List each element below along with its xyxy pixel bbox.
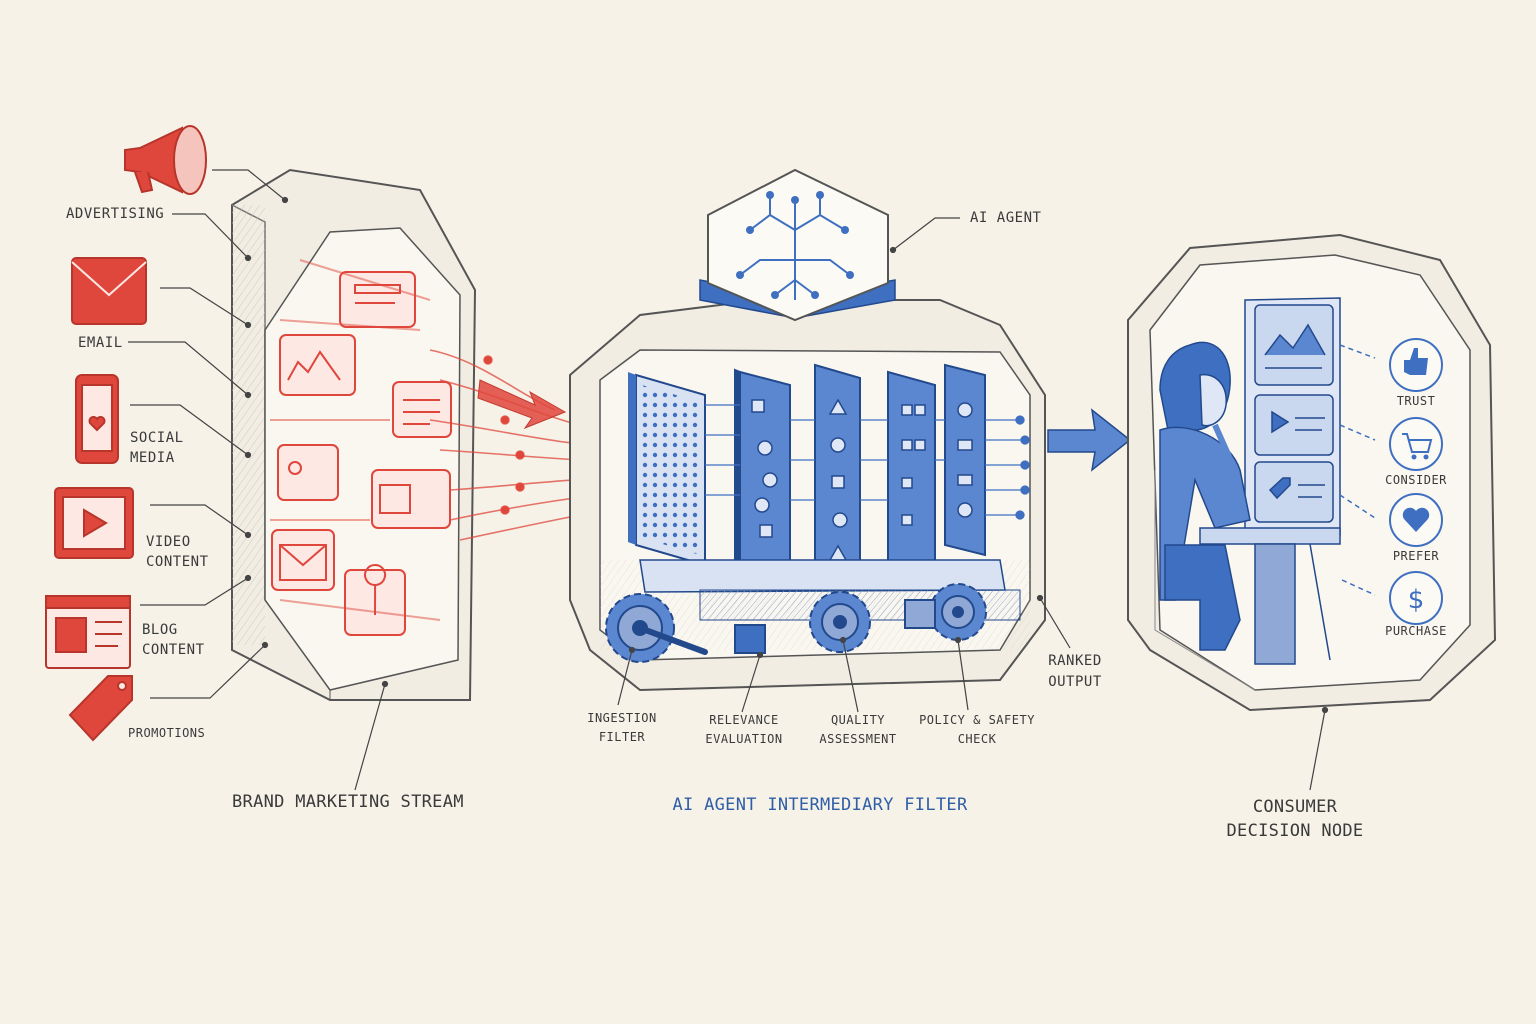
outcome-connectors	[1339, 344, 1376, 596]
outcome-prefer: PREFER	[1392, 549, 1440, 563]
ingestion-grid-panel	[628, 372, 706, 567]
stage-quality-1: QUALITY	[830, 713, 886, 727]
arrow-right-icon	[477, 379, 567, 430]
policy-panel	[887, 370, 936, 582]
outcome-purchase: PURCHASE	[1385, 624, 1447, 638]
quality-panel	[814, 363, 861, 587]
outcome-consider: CONSIDER	[1385, 473, 1447, 487]
price-tag-icon	[68, 675, 133, 742]
label-email: EMAIL	[78, 335, 123, 351]
filter-panels	[705, 363, 1030, 587]
consumer-title-1: CONSUMER	[1252, 797, 1338, 817]
cart-icon	[1389, 417, 1443, 471]
megaphone-icon	[124, 125, 207, 195]
agent-leader-lines	[617, 217, 1071, 713]
stage-policy-2: CHECK	[957, 732, 997, 746]
gear-icon	[605, 583, 987, 663]
stage-quality-2: ASSESSMENT	[819, 732, 897, 746]
label-media: MEDIA	[130, 450, 175, 466]
label-ai-agent: AI AGENT	[970, 210, 1042, 226]
stage-relevance-2: EVALUATION	[705, 732, 783, 746]
svg-text:$: $	[1408, 585, 1425, 615]
label-advertising: ADVERTISING	[66, 206, 165, 222]
brand-stream-title: BRAND MARKETING STREAM	[232, 792, 464, 812]
neural-chip-icon	[699, 168, 896, 322]
consumer-screen	[1244, 297, 1341, 541]
consumer-figure	[1159, 341, 1341, 665]
consumer-title-2: DECISION NODE	[1226, 821, 1364, 841]
outcome-trust: TRUST	[1396, 394, 1436, 408]
stage-ingestion-2: FILTER	[598, 730, 646, 744]
source-leader-lines	[128, 169, 389, 791]
label-promotions: PROMOTIONS	[128, 726, 206, 740]
stage-ingestion-1: INGESTION	[587, 711, 657, 725]
phone-heart-icon	[75, 374, 119, 464]
consumer-leader-line	[1309, 706, 1329, 791]
dollar-icon: $	[1389, 571, 1443, 625]
label-social: SOCIAL	[130, 430, 184, 446]
label-blog-content: CONTENT	[142, 642, 205, 658]
label-video-content: CONTENT	[146, 554, 209, 570]
label-output: OUTPUT	[1048, 674, 1102, 690]
label-blog: BLOG	[142, 622, 178, 638]
stage-relevance-1: RELEVANCE	[709, 713, 779, 727]
thumbs-up-icon	[1389, 338, 1443, 392]
envelope-icon	[71, 257, 147, 325]
play-video-icon	[54, 487, 134, 559]
relevance-panel	[734, 368, 791, 582]
agent-filter-title: AI AGENT INTERMEDIARY FILTER	[672, 795, 968, 815]
check-panel	[944, 363, 986, 557]
heart-icon	[1389, 493, 1443, 547]
output-arrow-icon	[1047, 408, 1132, 472]
stage-policy-1: POLICY & SAFETY	[919, 713, 1035, 727]
blog-image-icon	[45, 595, 131, 669]
label-video: VIDEO	[146, 534, 191, 550]
stream-cards	[270, 259, 452, 636]
label-ranked: RANKED	[1048, 653, 1102, 669]
